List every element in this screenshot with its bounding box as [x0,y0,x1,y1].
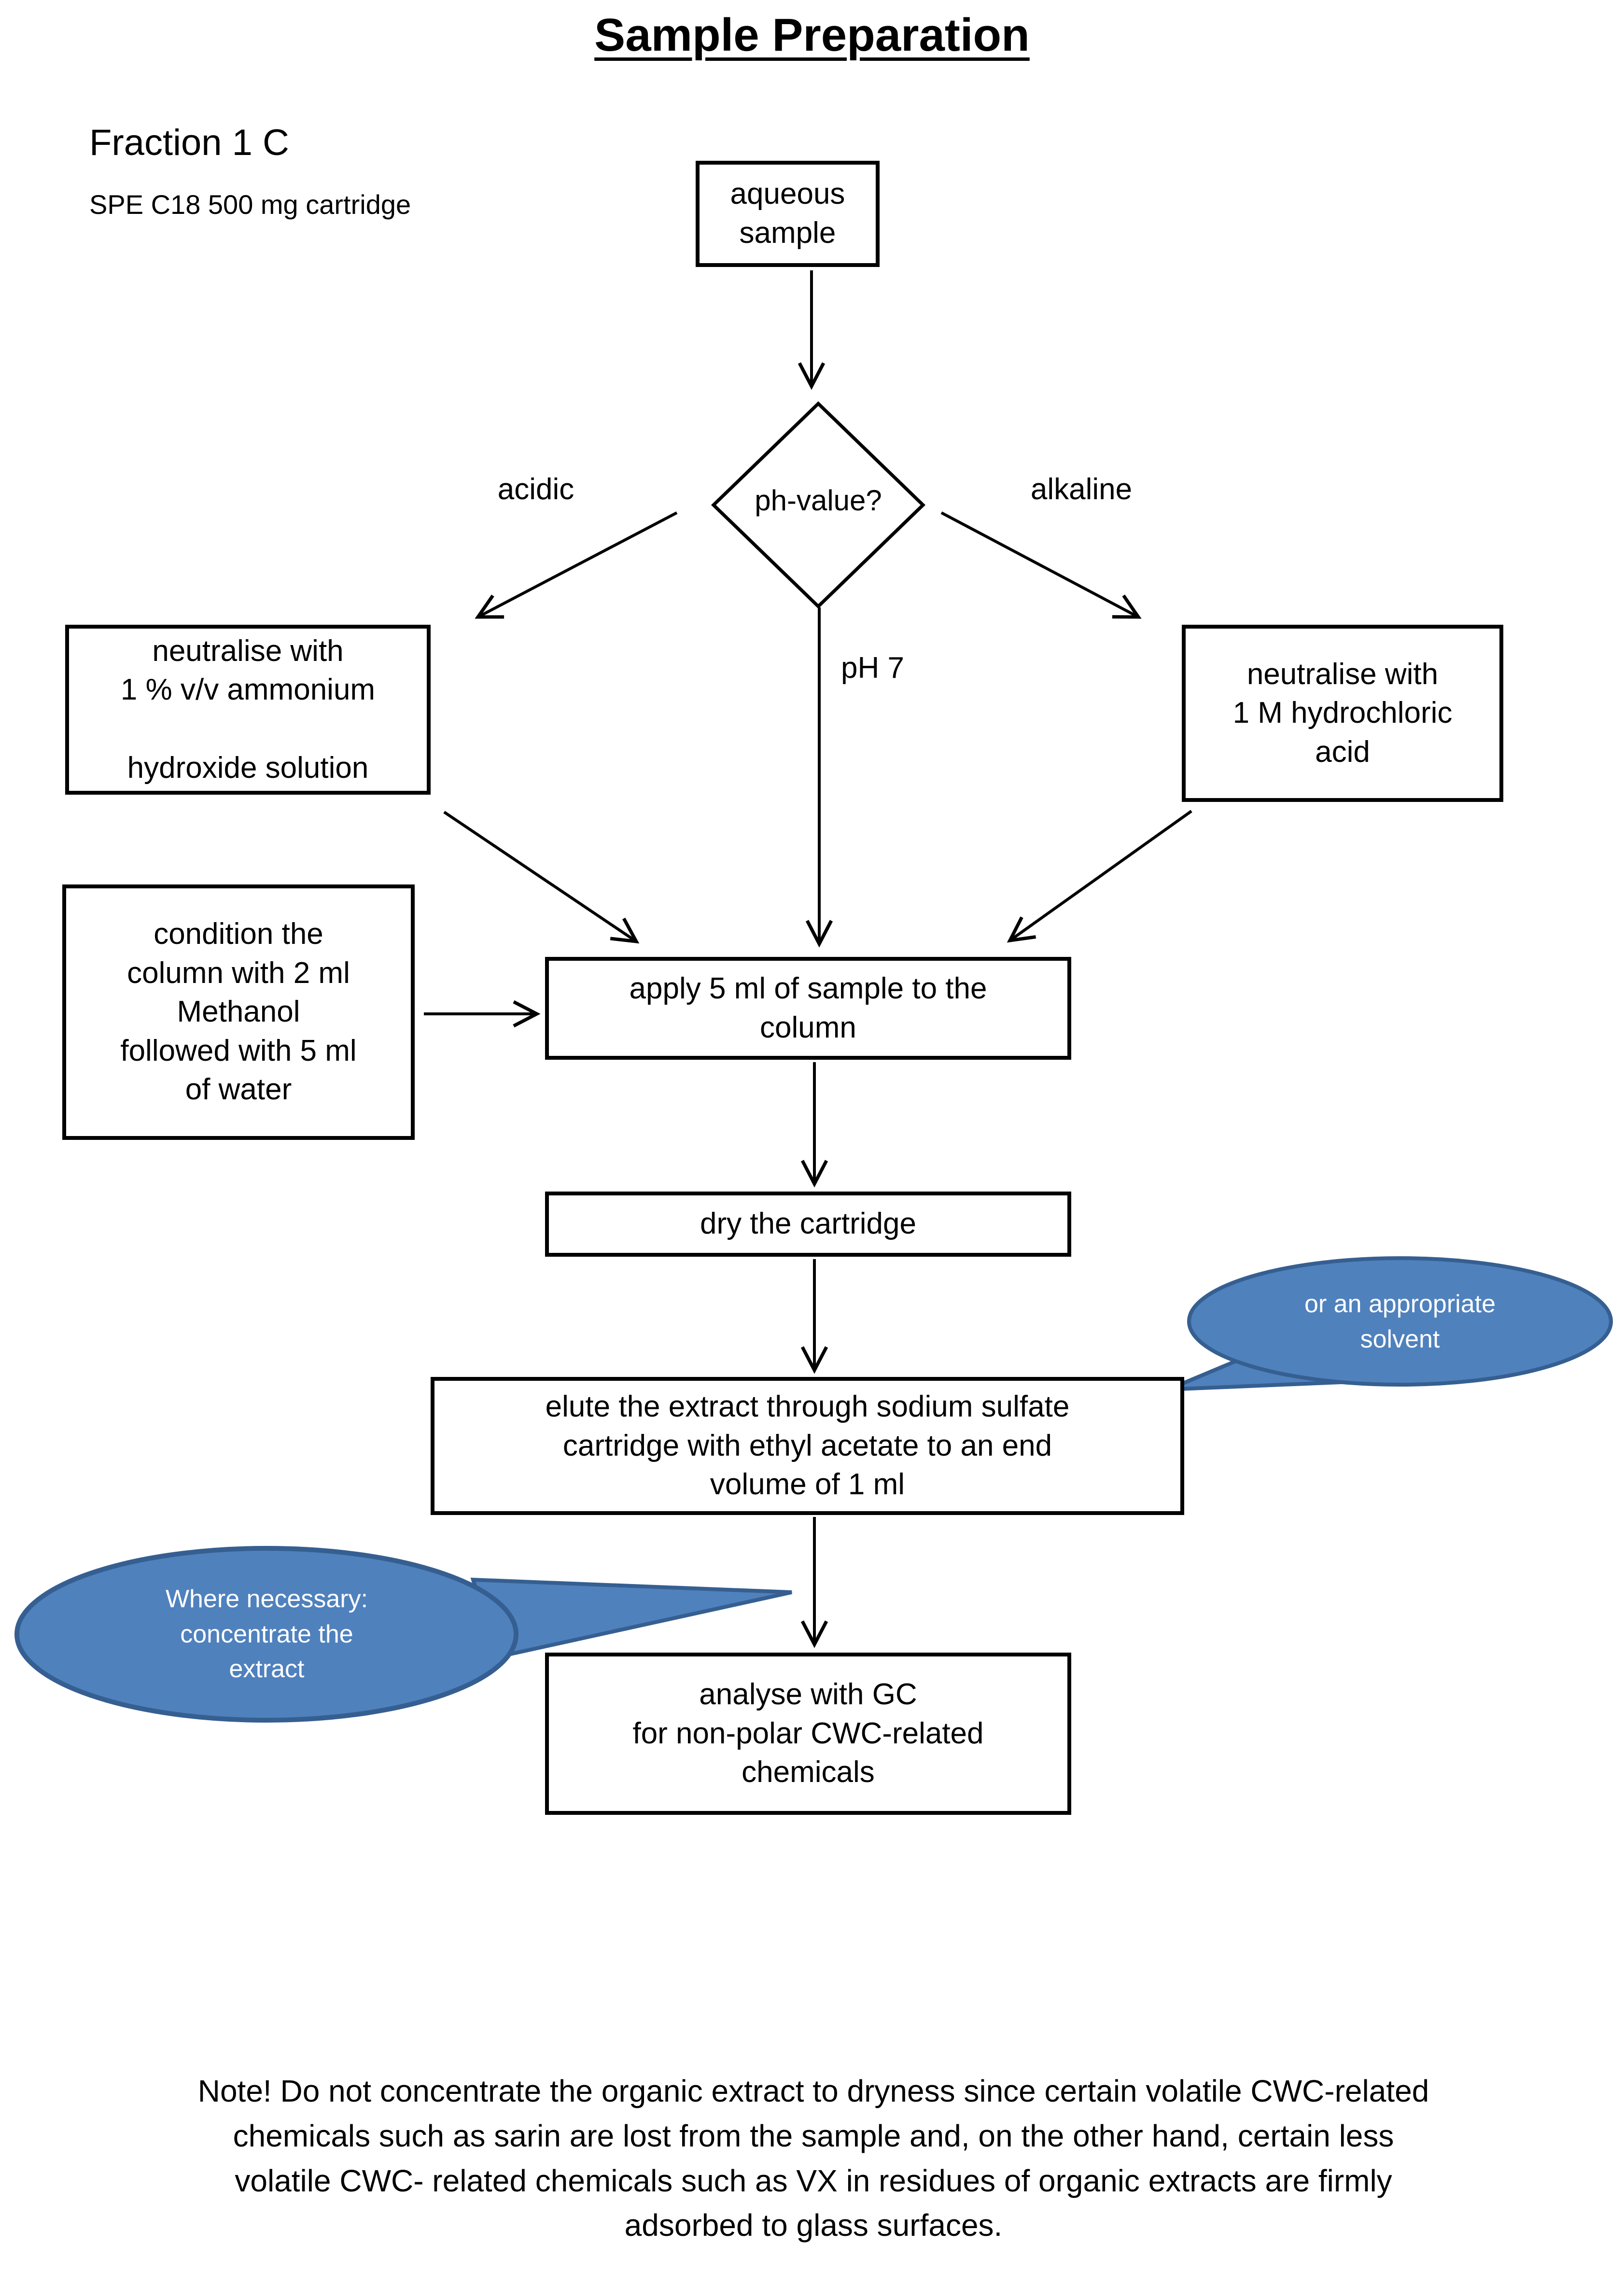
node-apply-sample: apply 5 ml of sample to the column [545,957,1071,1060]
node-analyse-gc: analyse with GC for non-polar CWC-relate… [545,1653,1071,1815]
arrow-ammonium-to-apply [443,811,640,944]
callout-solvent-shape [1167,1256,1613,1391]
node-elute-extract: elute the extract through sodium sulfate… [431,1377,1184,1515]
branch-label-ph7: pH 7 [841,651,904,685]
arrow-hcl-to-apply [1007,810,1192,943]
decision-diamond [711,401,926,609]
node-aqueous-sample: aqueous sample [696,161,880,267]
fraction-label: Fraction 1 C [89,122,289,163]
callout-concentrate-tail [470,1577,792,1659]
decision-label: ph-value? [755,484,882,517]
node-dry-cartridge: dry the cartridge [545,1192,1071,1257]
cartridge-label: SPE C18 500 mg cartridge [89,189,411,220]
note-text: Note! Do not concentrate the organic ext… [197,2074,1429,2243]
branch-label-acidic: acidic [497,473,574,506]
arrow-decision-to-hcl [940,511,1142,619]
callout-concentrate-shape [14,1546,792,1723]
branch-label-alkaline: alkaline [1030,473,1133,506]
callout-concentrate-ellipse [14,1546,518,1723]
node-neutralise-hcl: neutralise with 1 M hydrochloric acid [1182,625,1503,802]
callout-solvent-ellipse [1187,1256,1613,1387]
callout-solvent-text: or an appropriate solvent [1304,1290,1496,1353]
arrow-decision-to-ammonium [475,511,678,619]
node-condition-column: condition the column with 2 ml Methanol … [62,884,415,1140]
node-neutralise-ammonium: neutralise with 1 % v/v ammonium hydroxi… [65,625,431,795]
callout-concentrate-text: Where necessary: concentrate the extract [165,1585,368,1684]
page-title: Sample Preparation [594,9,1030,61]
